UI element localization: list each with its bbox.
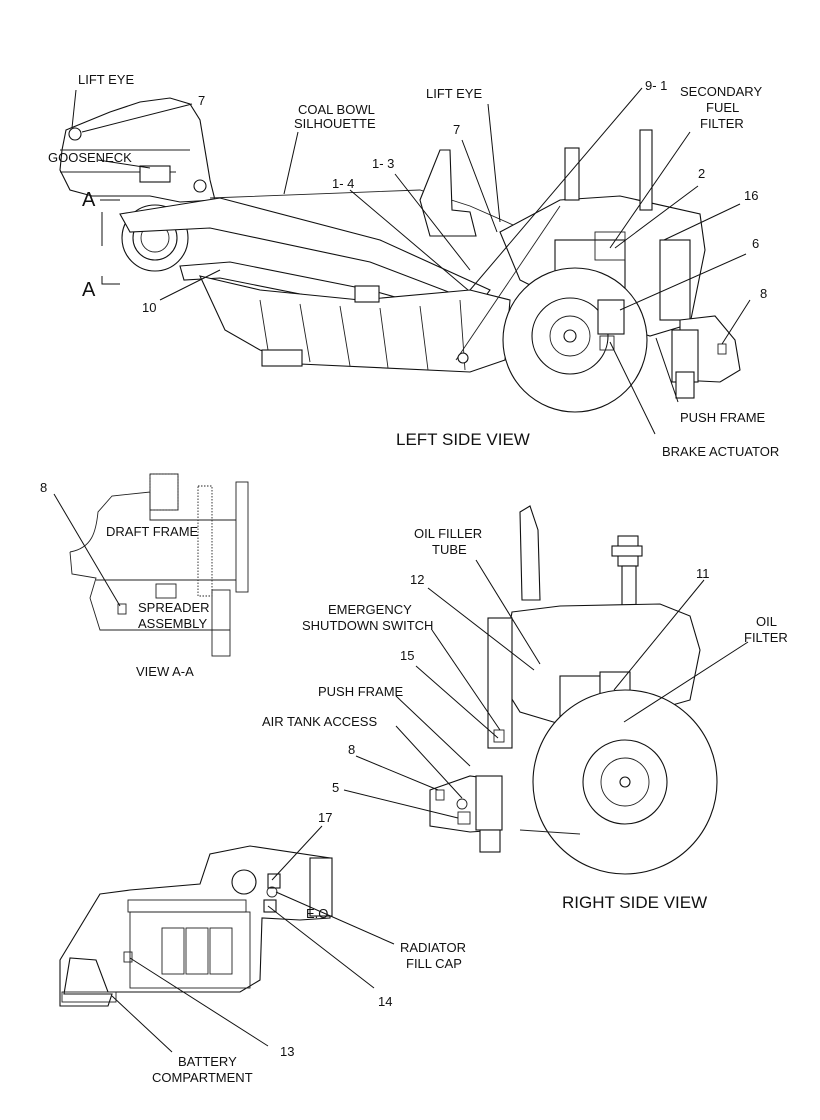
callout-8b: 8 — [40, 480, 47, 495]
left-side-view-drawing — [59, 97, 741, 413]
label-battery: BATTERY — [178, 1054, 237, 1069]
label-fuel: FUEL — [706, 100, 739, 115]
label-spreader: SPREADER — [138, 600, 210, 615]
left-view-leaders — [71, 87, 751, 435]
callout-12: 12 — [410, 572, 424, 587]
label-radiator: RADIATOR — [400, 940, 466, 955]
callout-8a: 8 — [760, 286, 767, 301]
callout-8c: 8 — [348, 742, 355, 757]
battery-view-leaders — [111, 825, 395, 1053]
callout-10: 10 — [142, 300, 156, 315]
label-gooseneck: GOOSENECK — [48, 150, 132, 165]
callout-5: 5 — [332, 780, 339, 795]
right-side-view-drawing — [429, 505, 718, 875]
right-view-leaders — [343, 559, 749, 819]
label-filter-right: FILTER — [744, 630, 788, 645]
callout-9-1: 9- 1 — [645, 78, 667, 93]
label-fill-cap: FILL CAP — [406, 956, 462, 971]
label-push-frame-left: PUSH FRAME — [680, 410, 766, 425]
battery-view-drawing: E.O — [59, 845, 333, 1007]
right-view-labels: OIL FILLER TUBE 12 11 EMERGENCY SHUTDOWN… — [262, 526, 788, 912]
label-lift-eye-center: LIFT EYE — [426, 86, 482, 101]
title-right-side-view: RIGHT SIDE VIEW — [562, 893, 707, 912]
callout-13: 13 — [280, 1044, 294, 1059]
label-lift-eye-left: LIFT EYE — [78, 72, 134, 87]
callout-6: 6 — [752, 236, 759, 251]
label-oil: OIL — [756, 614, 777, 629]
label-brake-actuator: BRAKE ACTUATOR — [662, 444, 779, 459]
callout-7a: 7 — [198, 93, 205, 108]
left-view-labels: LIFT EYE 7 GOOSENECK COAL BOWL SILHOUETT… — [48, 72, 779, 459]
battery-view-labels: 17 RADIATOR FILL CAP 14 13 BATTERY COMPA… — [152, 810, 466, 1085]
small-text-eo: E.O — [306, 906, 328, 921]
label-oil-filler: OIL FILLER — [414, 526, 482, 541]
callout-11: 11 — [696, 566, 710, 581]
label-draft-frame: DRAFT FRAME — [106, 524, 199, 539]
label-compartment: COMPARTMENT — [152, 1070, 253, 1085]
callout-1-4: 1- 4 — [332, 176, 354, 191]
section-marker: A A — [82, 189, 120, 301]
label-coal-bowl: COAL BOWL — [298, 102, 375, 117]
label-shutdown-switch: SHUTDOWN SWITCH — [302, 618, 433, 633]
callout-15: 15 — [400, 648, 414, 663]
title-left-side-view: LEFT SIDE VIEW — [396, 430, 530, 449]
label-assembly: ASSEMBLY — [138, 616, 207, 631]
label-tube: TUBE — [432, 542, 467, 557]
label-silhouette: SILHOUETTE — [294, 116, 376, 131]
callout-7b: 7 — [453, 122, 460, 137]
section-marker-bottom: A — [82, 279, 96, 301]
label-push-frame-right: PUSH FRAME — [318, 684, 404, 699]
title-view-a-a: VIEW A-A — [136, 664, 194, 679]
label-filter: FILTER — [700, 116, 744, 131]
callout-1-3: 1- 3 — [372, 156, 394, 171]
callout-14: 14 — [378, 994, 392, 1009]
section-marker-top: A — [82, 189, 96, 211]
view-a-a-labels: 8 DRAFT FRAME SPREADER ASSEMBLY VIEW A-A — [40, 480, 210, 679]
label-emergency: EMERGENCY — [328, 602, 412, 617]
view-a-a-drawing — [53, 473, 249, 657]
label-air-tank-access: AIR TANK ACCESS — [262, 714, 377, 729]
callout-2: 2 — [698, 166, 705, 181]
label-secondary: SECONDARY — [680, 84, 762, 99]
callout-16: 16 — [744, 188, 758, 203]
callout-17: 17 — [318, 810, 332, 825]
